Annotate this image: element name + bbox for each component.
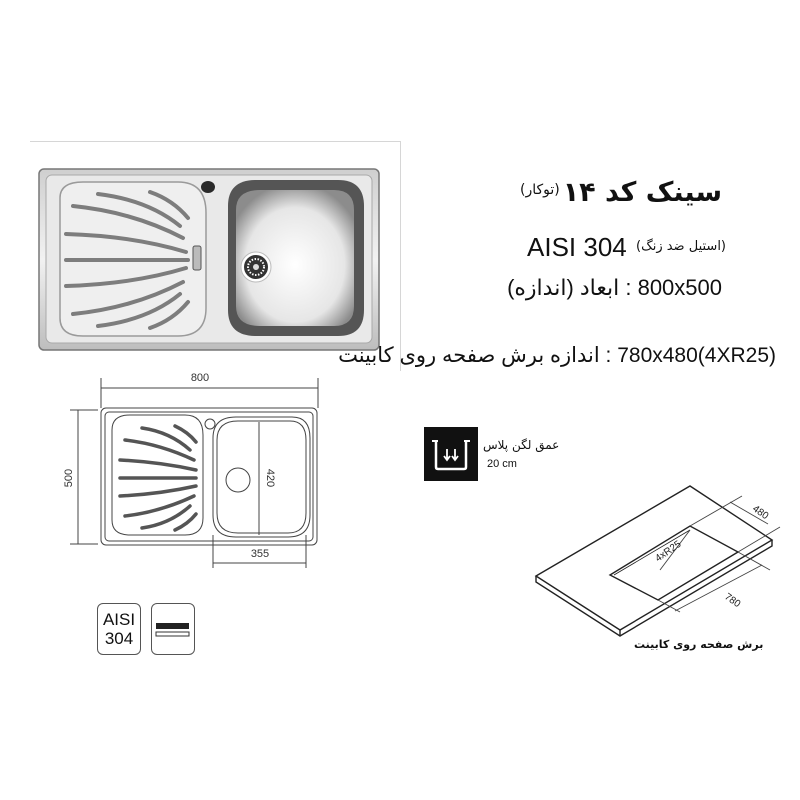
thickness-icon: [155, 623, 190, 637]
thickness-badge: [151, 603, 195, 655]
material-label: (استیل ضد زنگ): [636, 239, 726, 254]
width-dimension: 800: [191, 372, 209, 384]
height-dimension: 500: [63, 469, 75, 487]
bowl-depth-icon: [424, 427, 478, 481]
aisi-badge-line2: 304: [104, 629, 134, 648]
bowl-width-dimension: 355: [251, 548, 269, 560]
technical-drawing: 800 500 420 355: [63, 372, 319, 568]
cutout-line: 780x480(4XR25) : اندازه برش صفحه روی کاب…: [338, 344, 776, 367]
product-title: سینک کد ۱۴: [562, 177, 722, 208]
cabinet-caption: برش صفحه روی کابینت: [634, 638, 764, 651]
bowl-height-dimension: 420: [264, 469, 276, 487]
depth-value: 20 cm: [487, 458, 517, 470]
aisi-badge: AISI 304: [97, 603, 141, 655]
product-subtitle: (توکار): [520, 182, 560, 198]
depth-label: عمق لگن پلاس: [483, 438, 560, 452]
sink-photo: [38, 168, 380, 351]
aisi-badge-line1: AISI: [102, 610, 136, 629]
cabinet-cutout-diagram: 480 780 4xR25: [534, 485, 781, 637]
material-code: AISI 304: [527, 232, 627, 262]
cutout-length-label: 780: [722, 591, 742, 610]
dimensions-line: 800x500 : ابعاد (اندازه): [507, 275, 722, 300]
cutout-width-label: 480: [750, 503, 770, 522]
